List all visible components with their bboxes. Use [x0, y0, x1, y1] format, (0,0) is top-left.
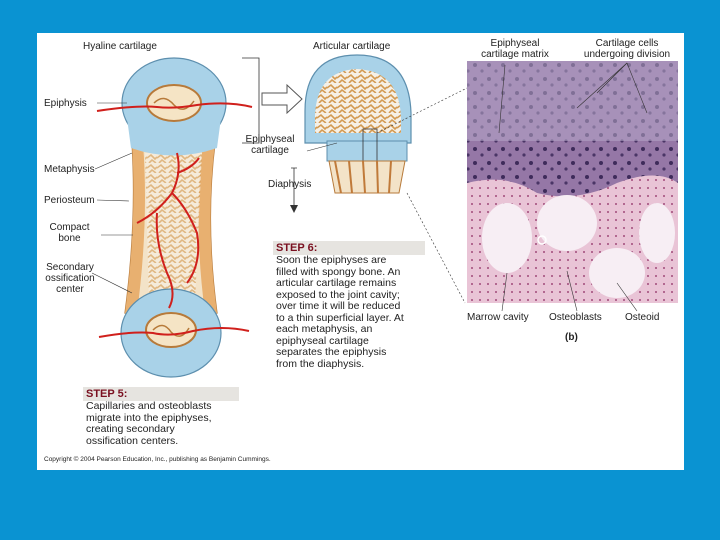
label-diaphysis: Diaphysis [268, 179, 312, 190]
label-metaphysis: Metaphysis [44, 164, 95, 175]
bone-development-artwork [91, 54, 678, 378]
label-osteoblasts: Osteoblasts [549, 312, 602, 323]
label-secondary-ossification-center: Secondary ossification center [45, 262, 95, 295]
label-compact-bone: Compact bone [49, 222, 90, 244]
copyright-notice: Copyright © 2004 Pearson Education, Inc.… [44, 456, 271, 463]
label-cartilage-cells: Cartilage cells undergoing division [583, 38, 671, 60]
upper-secondary-ossification-center [146, 84, 202, 122]
step5-heading: STEP 5: [83, 387, 239, 401]
label-hyaline-cartilage: Hyaline cartilage [83, 41, 157, 52]
label-epiphyseal-cartilage-matrix: Epiphyseal cartilage matrix [481, 38, 549, 60]
step6-text: Soon the epiphyses are filled with spong… [276, 254, 404, 370]
step5-text: Capillaries and osteoblasts migrate into… [86, 400, 212, 447]
label-osteoid: Osteoid [625, 312, 660, 323]
progression-arrow [261, 83, 303, 115]
label-articular-cartilage: Articular cartilage [313, 41, 391, 52]
blood-vessels [96, 102, 253, 338]
label-periosteum: Periosteum [44, 195, 95, 206]
histology-micrograph [467, 61, 678, 303]
label-epiphysis: Epiphysis [44, 98, 87, 109]
label-panel-b: (b) [565, 332, 578, 343]
step6-heading: STEP 6: [273, 241, 425, 255]
label-marrow-cavity: Marrow cavity [467, 312, 529, 323]
step6-epiphyseal-cartilage [326, 140, 408, 162]
label-epiphyseal-cartilage: Epiphyseal cartilage [245, 134, 295, 156]
figure-panel: Hyaline cartilage Epiphysis Metaphysis P… [37, 33, 684, 470]
